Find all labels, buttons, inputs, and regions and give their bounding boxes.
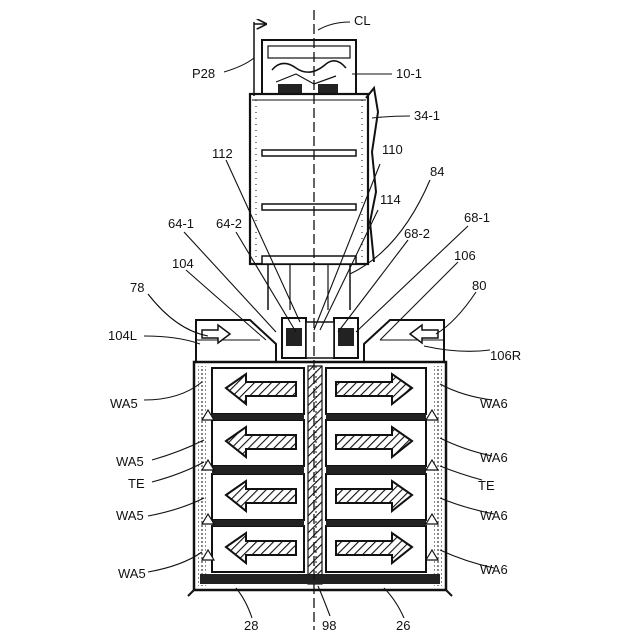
label-68-1: 68-1 <box>464 210 490 225</box>
label-10-1: 10-1 <box>396 66 422 81</box>
label-106r: 106R <box>490 348 521 363</box>
label-cl: CL <box>354 13 371 28</box>
label-wa6-4: WA6 <box>480 562 508 577</box>
label-68-2: 68-2 <box>404 226 430 241</box>
label-34-1: 34-1 <box>414 108 440 123</box>
label-wa6-3: WA6 <box>480 508 508 523</box>
label-78: 78 <box>130 280 144 295</box>
label-104l: 104L <box>108 328 137 343</box>
label-p28: P28 <box>192 66 215 81</box>
label-114: 114 <box>380 192 401 207</box>
label-wa5-1: WA5 <box>110 396 138 411</box>
label-110: 110 <box>382 142 403 157</box>
label-106: 106 <box>454 248 476 263</box>
label-wa5-4: WA5 <box>118 566 146 581</box>
lower-stack <box>188 362 452 596</box>
label-wa6-2: WA6 <box>480 450 508 465</box>
label-te-left: TE <box>128 476 145 491</box>
label-wa5-3: WA5 <box>116 508 144 523</box>
top-unit-10-1 <box>262 40 356 98</box>
manifold-area <box>196 318 444 362</box>
label-84: 84 <box>430 164 444 179</box>
label-wa6-1: WA6 <box>480 396 508 411</box>
label-64-2: 64-2 <box>216 216 242 231</box>
label-112: 112 <box>212 146 233 161</box>
label-98: 98 <box>322 618 336 633</box>
label-26: 26 <box>396 618 410 633</box>
label-28: 28 <box>244 618 258 633</box>
label-wa5-2: WA5 <box>116 454 144 469</box>
label-104: 104 <box>172 256 194 271</box>
label-64-1: 64-1 <box>168 216 194 231</box>
label-te-right: TE <box>478 478 495 493</box>
label-80: 80 <box>472 278 486 293</box>
